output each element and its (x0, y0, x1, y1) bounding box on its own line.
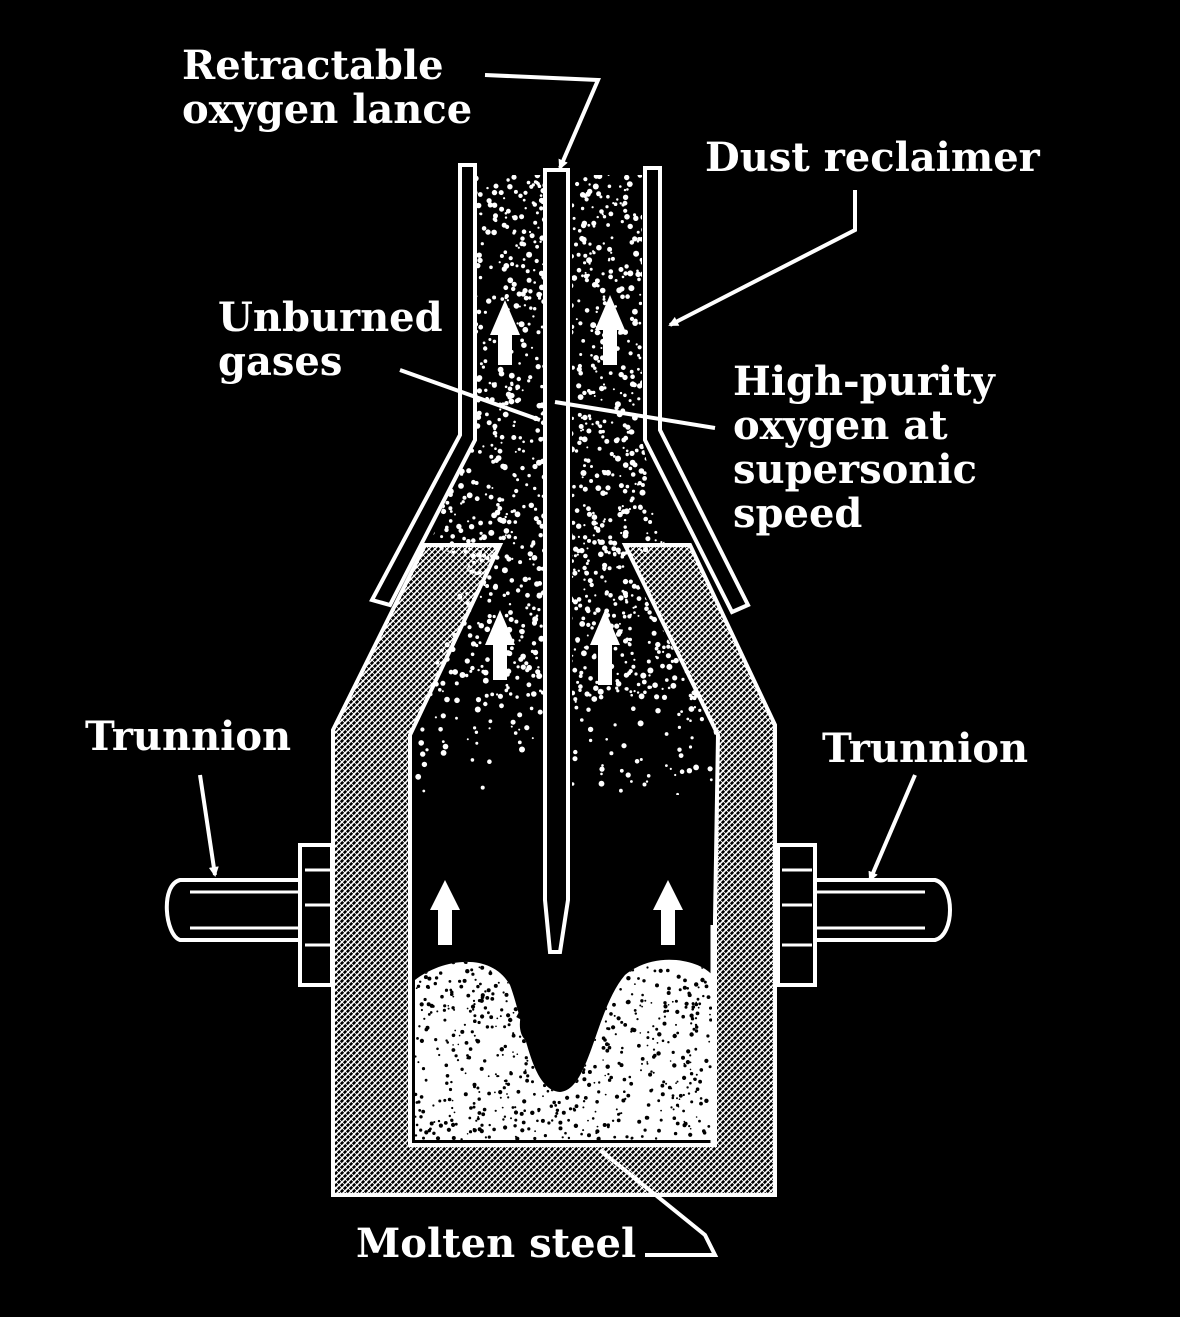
label-retractable-oxygen-lance: Retractable oxygen lance (182, 44, 472, 132)
label-dust-text: Dust reclaimer (705, 134, 1040, 181)
label-oxygen-line-4: speed (733, 490, 863, 537)
label-dust-reclaimer: Dust reclaimer (705, 136, 1040, 180)
label-unburned-line-1: Unburned (218, 294, 443, 341)
label-trunnion-right: Trunnion (822, 727, 1028, 771)
gas-flow-arrows (430, 295, 683, 945)
label-oxygen-line-3: supersonic (733, 446, 977, 493)
dust-reclaimer-hood-left (369, 163, 477, 608)
label-unburned-line-2: gases (218, 338, 343, 385)
label-lance-line-1: Retractable (182, 42, 444, 89)
label-oxygen-line-2: oxygen at (733, 402, 948, 449)
oxygen-lance (543, 168, 570, 954)
oxygen-jet-arrows (516, 975, 579, 1047)
label-molten-steel: Molten steel (356, 1222, 636, 1266)
label-trunnion-right-text: Trunnion (822, 725, 1029, 772)
vessel-refractory-lining (331, 543, 777, 1197)
dust-reclaimer-hood-right (643, 166, 751, 615)
molten-steel-texture (415, 959, 712, 1140)
label-lance-line-2: oxygen lance (182, 86, 473, 133)
label-molten-text: Molten steel (356, 1220, 637, 1267)
label-oxygen-line-1: High-purity (733, 358, 995, 405)
trunnion-left (164, 843, 334, 987)
trunnion-right (776, 843, 952, 987)
label-high-purity-oxygen: High-purity oxygen at supersonic speed (733, 360, 995, 536)
leader-lines (198, 73, 917, 1257)
label-unburned-gases: Unburned gases (218, 296, 443, 384)
label-trunnion-left: Trunnion (85, 715, 291, 759)
label-trunnion-left-text: Trunnion (85, 713, 292, 760)
